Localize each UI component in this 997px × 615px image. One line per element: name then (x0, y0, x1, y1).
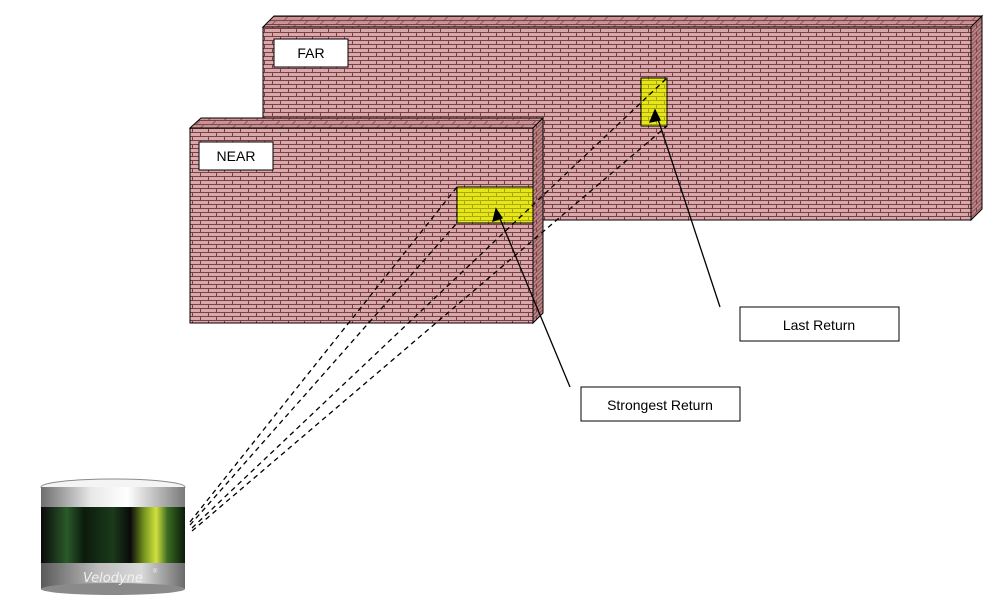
last-return-arrow (654, 109, 721, 308)
far-label: FAR (297, 45, 324, 61)
far-wall-top (261, 15, 984, 28)
sensor-lens-window (41, 507, 185, 563)
near-wall-side (532, 116, 544, 325)
last-return-callout: Last Return (739, 306, 900, 342)
velodyne-logo-text: Velodyne (83, 571, 143, 586)
velodyne-trademark: ® (153, 568, 158, 575)
near-label: NEAR (217, 148, 256, 164)
near-label-box (198, 141, 274, 171)
beam-to-near-lower (189, 222, 458, 526)
last-return-arrowhead (648, 108, 661, 123)
far-label-box (273, 38, 349, 68)
callout-arrows (492, 108, 721, 388)
far-wall-side (970, 14, 983, 222)
velodyne-sensor: Velodyne ® (40, 478, 186, 595)
sensor-bottom (41, 583, 185, 595)
strongest-return-arrowhead (492, 207, 504, 222)
near-wall-top (188, 117, 545, 129)
strongest-return-arrow (495, 208, 571, 388)
near-wall: NEAR (188, 116, 545, 325)
sensor-upper-housing (41, 487, 185, 507)
laser-beams (189, 77, 668, 532)
strongest-return-box (580, 386, 741, 422)
strongest-return-label: Strongest Return (607, 397, 713, 413)
beam-to-far-upper (191, 77, 668, 529)
last-return-label: Last Return (783, 317, 855, 333)
strongest-return-callout: Strongest Return (580, 386, 741, 422)
last-return-box (739, 306, 900, 342)
